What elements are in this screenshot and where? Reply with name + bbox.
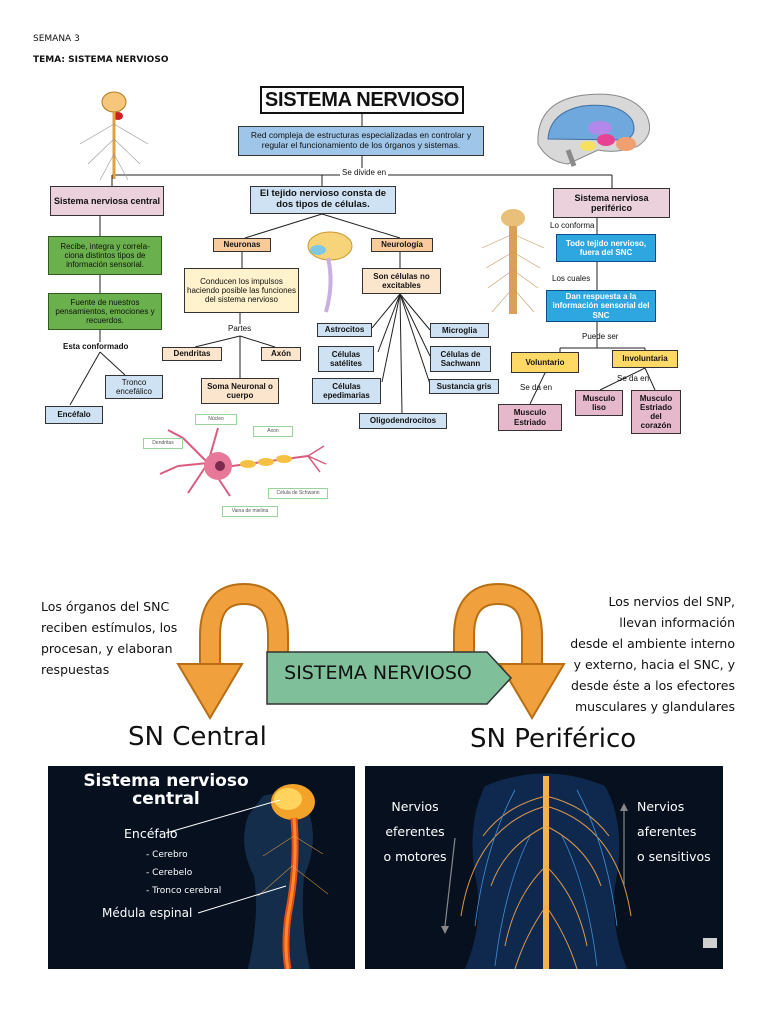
peripheral-tissue-box: Todo tejido nervioso, fuera del SNC xyxy=(556,234,656,262)
concept-map-lines xyxy=(69,114,656,414)
astrocytes-box: Astrocitos xyxy=(317,323,372,337)
body-nerves-graphic xyxy=(441,773,717,969)
cardiac-muscle-box: Musculo Estriado del corazón xyxy=(631,390,681,434)
non-excitable-box: Son células no excitables xyxy=(362,268,441,294)
neuroglia-box: Neurología xyxy=(371,238,433,252)
peripheral-nervous-photo: Nervios eferentes o motores Nervios afer… xyxy=(365,766,723,969)
can-be-label: Puede ser xyxy=(582,332,619,341)
soma-box: Soma Neuronal o cuerpo xyxy=(201,378,279,404)
central-title: SN Central xyxy=(128,722,267,752)
conforms-label: Lo conforma xyxy=(550,221,595,230)
photo-left-title: Sistema nervioso central xyxy=(83,771,249,809)
peripheral-title: SN Periférico xyxy=(470,724,637,754)
neuron-diagram xyxy=(159,427,327,497)
central-nervous-photo: Sistema nervioso central Encéfalo - Cere… xyxy=(48,766,355,969)
nervous-system-body-illustration xyxy=(79,91,149,181)
brain-spine-illustration xyxy=(307,231,353,313)
body-brain-spine-graphic xyxy=(165,784,329,969)
photo-right-efferent: Nervios eferentes o motores xyxy=(383,799,447,864)
neuron-label-myelin: Vaina de mielina xyxy=(222,506,278,517)
week-label: SEMANA 3 xyxy=(33,34,80,44)
neuron-label-schwann: Célula de Schwann xyxy=(268,488,328,499)
photo-left-item-1: - Cerebro xyxy=(146,850,188,860)
involuntary-box: Involuntaria xyxy=(612,350,678,368)
photo-left-item-2: - Cerebelo xyxy=(146,868,193,878)
given-in-label-1: Se da en xyxy=(520,383,553,392)
voluntary-box: Voluntario xyxy=(511,352,579,373)
satellite-cells-box: Células satélites xyxy=(318,346,374,372)
response-box: Dan respuesta a la información sensorial… xyxy=(546,290,656,322)
spinal-cord-illustration xyxy=(481,209,545,314)
photo-left-encephalon: Encéfalo xyxy=(124,826,178,841)
photo-left-item-3: - Tronco cerebral xyxy=(146,886,222,896)
microglia-box: Microglia xyxy=(430,323,489,338)
divides-label: Se divide en xyxy=(340,168,389,177)
central-system-box: Sistema nerviosa central xyxy=(50,186,164,216)
topic-label: TEMA: SISTEMA NERVIOSO xyxy=(33,55,169,65)
neuron-label-nucleus: Núcleo xyxy=(195,414,237,425)
oligodendrocytes-box: Oligodendrocitos xyxy=(359,413,447,429)
right-curved-arrow-icon xyxy=(453,582,566,720)
dendrites-box: Dendritas xyxy=(162,347,222,361)
neurons-description: Conducen los impulsos haciendo posible l… xyxy=(184,268,299,313)
striated-muscle-box: Musculo Estriado xyxy=(498,404,562,431)
snp-description: Los nervios del SNP, llevan información … xyxy=(570,594,735,714)
axon-box: Axón xyxy=(261,347,301,361)
photo-left-spinal: Médula espinal xyxy=(102,906,193,920)
peripheral-system-box: Sistema nerviosa periférico xyxy=(553,188,670,218)
neuron-label-dendrites: Dendritas xyxy=(143,438,183,449)
grey-matter-box: Sustancia gris xyxy=(429,379,499,394)
neurons-box: Neuronas xyxy=(213,238,271,252)
smooth-muscle-box: Musculo liso xyxy=(575,390,623,416)
encephalon-box: Encéfalo xyxy=(45,406,103,424)
which-label: Los cuales xyxy=(552,274,591,283)
banner-shape xyxy=(266,651,513,705)
parts-label: Partes xyxy=(227,324,253,333)
brain-illustration xyxy=(537,93,651,167)
definition-box: Red compleja de estructuras especializad… xyxy=(238,126,484,156)
formed-label: Esta conformado xyxy=(63,342,129,351)
central-function-2: Fuente de nuestros pensamientos, emocion… xyxy=(48,293,162,330)
banner-title: SISTEMA NERVIOSO xyxy=(284,662,472,684)
left-curved-arrow-icon xyxy=(176,582,289,720)
given-in-label-2: Se da en xyxy=(617,374,650,383)
photo-right-afferent: Nervios aferentes o sensitivos xyxy=(637,799,711,864)
nervous-tissue-box: El tejido nervioso consta de dos tipos d… xyxy=(250,186,396,214)
snc-description: Los órganos del SNC reciben estímulos, l… xyxy=(41,599,178,677)
neuron-label-axon: Axon xyxy=(253,426,293,437)
brainstem-box: Tronco encefálico xyxy=(105,375,163,399)
schwann-cells-box: Células de Sachwann xyxy=(430,346,491,372)
ependymal-cells-box: Células epedimarias xyxy=(312,378,381,404)
concept-map-title: SISTEMA NERVIOSO xyxy=(260,86,464,114)
central-function-1: Recibe, integra y correla-ciona distinto… xyxy=(48,236,162,275)
